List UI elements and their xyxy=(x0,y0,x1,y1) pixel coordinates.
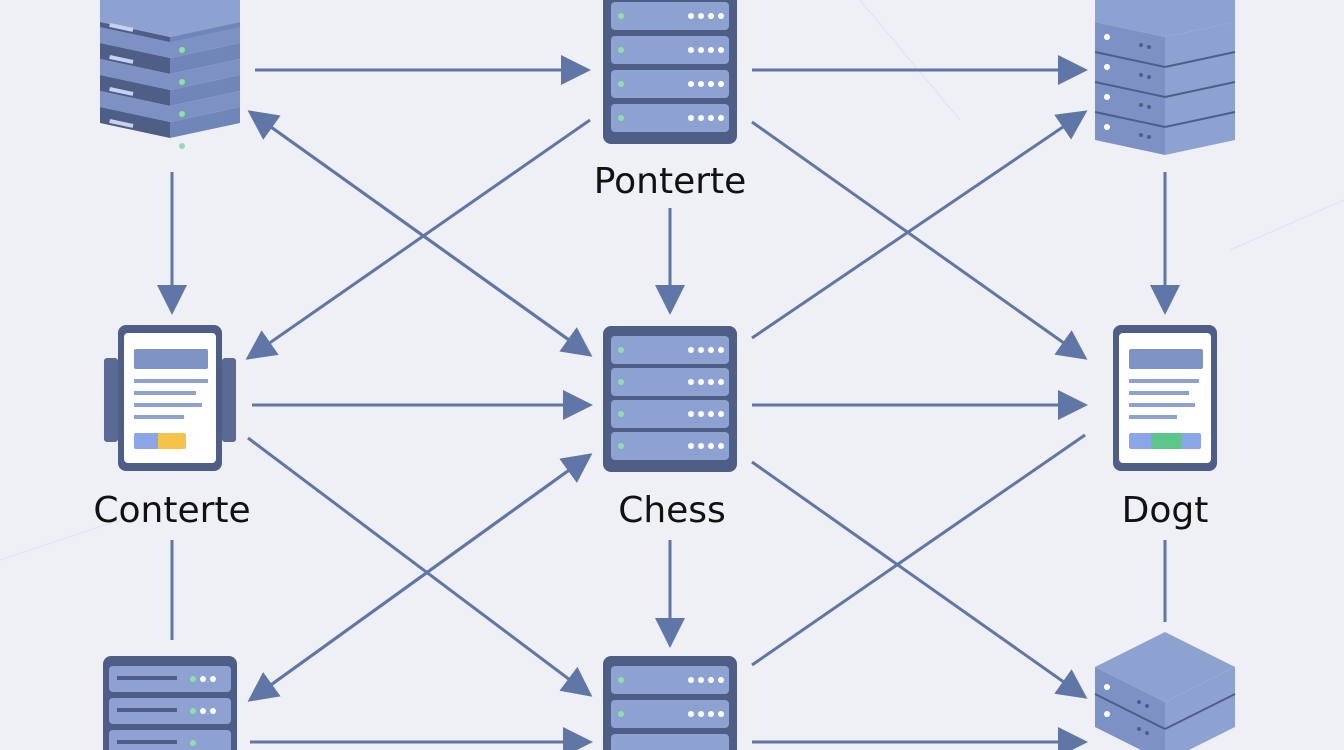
label-middle-right: Dogt xyxy=(1122,490,1209,531)
bottom-right-server-stack-icon xyxy=(1094,632,1236,750)
middle-right-document-panel-icon xyxy=(1113,325,1217,471)
middle-center-server-rack-icon xyxy=(603,326,737,472)
label-top-center: Ponterte xyxy=(594,161,747,202)
arrow-middle-left-to-bottom-center xyxy=(247,436,593,697)
top-right-server-stack-icon xyxy=(1094,0,1236,155)
connector-bottom-center-to-middle-right xyxy=(751,433,1086,667)
bottom-left-server-rack-icon xyxy=(103,656,237,750)
top-center-server-rack-icon xyxy=(603,0,737,144)
arrow-top-center-to-middle-right xyxy=(751,120,1088,360)
background-lines xyxy=(0,0,1344,561)
top-left-server-stack-icon xyxy=(100,0,240,149)
arrow-middle-center-to-bottom-right xyxy=(751,460,1088,699)
bottom-center-server-rack-icon xyxy=(603,656,737,750)
arrow-top-center-to-middle-left xyxy=(245,118,591,360)
arrow-middle-center-to-top-right xyxy=(751,110,1088,340)
arrow-bottom-left-to-middle-center xyxy=(249,453,593,702)
label-middle-center: Chess xyxy=(618,490,726,531)
arrow-top-left-to-middle-center xyxy=(249,110,593,357)
label-middle-left: Conterte xyxy=(93,490,250,531)
connector-arrows xyxy=(157,55,1180,750)
middle-left-document-panel-icon xyxy=(104,325,236,471)
